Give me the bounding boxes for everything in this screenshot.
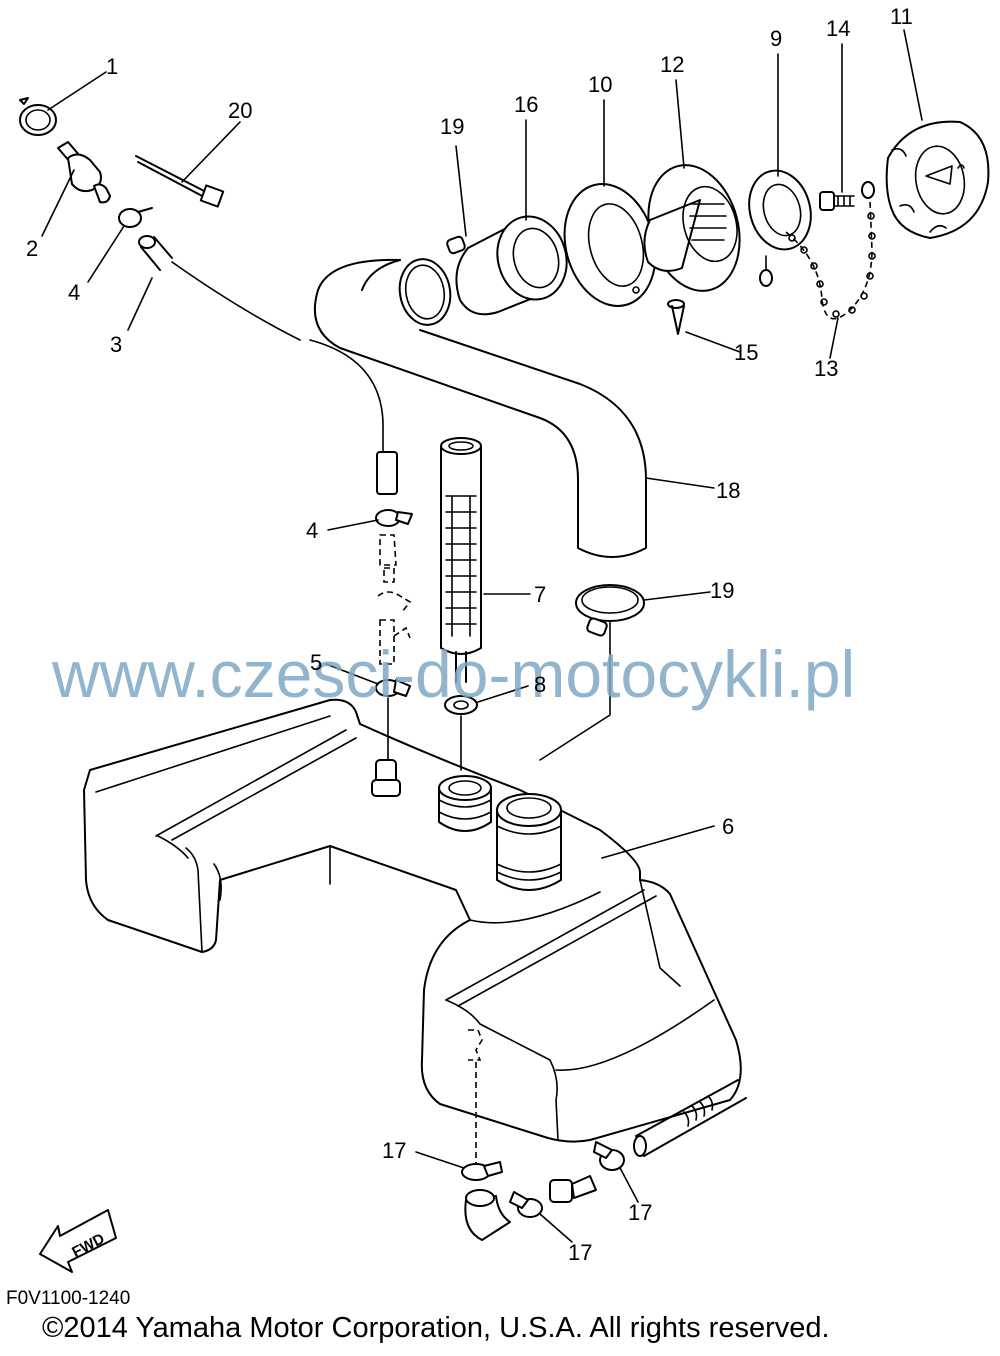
part-4-clamp-lower	[375, 509, 413, 527]
callout-1: 1	[106, 54, 118, 79]
part-5-clamp	[375, 679, 411, 761]
part-19-clamp-lower	[539, 584, 645, 761]
part-3-vent-hose	[138, 235, 398, 495]
callout-13: 13	[814, 356, 838, 381]
callout-4-top: 4	[68, 280, 80, 305]
callout-8: 8	[534, 672, 546, 697]
callout-7: 7	[534, 582, 546, 607]
callout-6: 6	[722, 814, 734, 839]
callout-14: 14	[826, 16, 850, 41]
watermark-text: www.czesci-do-motocykli.pl	[51, 637, 855, 711]
callout-20: 20	[228, 98, 252, 123]
callout-labels: 1 2 3 4 4 5 6 7 8 9 10 11 12 13 14 15 16…	[26, 4, 913, 1265]
callout-19-top: 19	[440, 114, 464, 139]
fwd-arrow-icon: FWD	[39, 1209, 117, 1273]
callout-18: 18	[716, 478, 740, 503]
callout-2: 2	[26, 236, 38, 261]
part-14-screw	[819, 181, 875, 211]
tank-filler-port	[496, 793, 562, 891]
part-12-filler-neck	[643, 164, 741, 292]
callout-15: 15	[734, 340, 758, 365]
callout-10: 10	[588, 72, 612, 97]
part-9-seal	[748, 169, 812, 287]
part-2-fitting	[57, 141, 111, 204]
callout-5: 5	[310, 650, 322, 675]
part-19-clamp-top	[398, 235, 466, 326]
callout-11: 11	[890, 4, 913, 29]
part-18-filler-hose	[313, 258, 647, 558]
vent-check-valve-dashed	[377, 534, 412, 665]
part-20-cable-tie	[135, 155, 225, 208]
leader-lines	[41, 29, 923, 1243]
fuel-outlet-assembly	[461, 1029, 747, 1241]
callout-19-lower: 19	[710, 578, 734, 603]
callout-9: 9	[770, 26, 782, 51]
callout-4-lower: 4	[306, 518, 318, 543]
copyright-notice: ©2014 Yamaha Motor Corporation, U.S.A. A…	[42, 1312, 830, 1344]
part-13-chain	[785, 201, 876, 320]
part-16-adapter	[455, 215, 568, 316]
callout-12: 12	[660, 52, 684, 77]
part-1-clamp	[19, 97, 57, 136]
vent-nipple	[371, 759, 401, 797]
callout-17-bottom: 17	[568, 1240, 592, 1265]
diagram-code: F0V1100-1240	[6, 1288, 131, 1309]
part-7-strainer	[440, 437, 482, 683]
part-15-rivet	[667, 299, 685, 335]
part-6-fuel-tank	[83, 698, 742, 1143]
part-4-clamp-top	[118, 207, 153, 228]
tank-grommet-left	[438, 775, 492, 832]
part-8-grommet	[444, 695, 478, 771]
callout-3: 3	[110, 332, 122, 357]
callout-17-right: 17	[628, 1200, 652, 1225]
callout-16: 16	[514, 92, 538, 117]
part-11-fuel-cap	[885, 120, 990, 239]
callout-17-left: 17	[382, 1138, 406, 1163]
